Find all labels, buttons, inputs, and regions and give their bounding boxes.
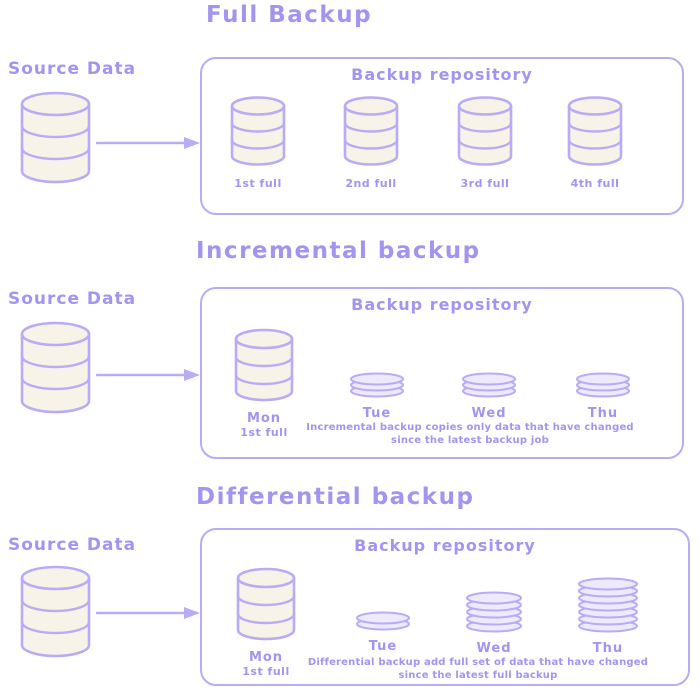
source-database-icon [20,565,91,658]
incremental-backup-item: Tue [348,371,406,421]
day-label: Mon [246,411,282,426]
day-label: Wed [476,641,512,656]
full-backup-item: Mon 1st full [234,566,298,678]
caption-line-2: since the latest full backup [398,670,558,681]
backup-label: 1st full [234,177,282,190]
day-label: Thu [592,641,624,656]
section-title-full-backup: Full Backup [206,2,373,28]
database-icon [567,96,623,166]
differential-backup-item: Thu [576,569,640,656]
day-label: Thu [587,406,619,421]
day-label: Tue [362,406,392,421]
database-icon [230,96,286,166]
disk-stack-icon [356,611,410,631]
backup-repository-box: Backup repository Mon 1st full Tue [200,528,690,686]
caption-line-1: Differential backup add full set of data… [307,657,649,668]
incremental-caption: Incremental backup copies only data that… [262,421,678,447]
full-backup-item: Mon 1st full [232,327,296,439]
arrow-right-icon [96,607,200,619]
database-icon [236,567,296,641]
arrow-right-icon [96,137,200,149]
source-database-icon [20,321,91,414]
full-backup-item: 4th full [565,95,625,190]
disk-stack-icon [578,577,638,633]
source-data-label: Source Data [8,535,137,555]
database-icon [457,96,513,166]
caption-line-2: since the latest backup job [391,435,549,446]
full-backup-item: 2nd full [341,95,401,190]
repository-title: Backup repository [351,65,533,84]
disk-stack-icon [350,372,404,398]
section-title-incremental-backup: Incremental backup [196,238,481,264]
backup-label: 3rd full [460,177,510,190]
section-title-differential-backup: Differential backup [196,484,475,510]
repository-title: Backup repository [354,536,536,555]
day-label: Tue [368,639,398,654]
database-icon [234,328,294,402]
caption-line-1: Incremental backup copies only data that… [306,422,634,433]
disk-stack-icon [462,372,516,398]
source-data-label: Source Data [8,289,137,309]
differential-backup-item: Wed [464,586,524,656]
source-data-label: Source Data [8,59,137,79]
incremental-backup-item: Thu [574,371,632,421]
repository-title: Backup repository [351,295,533,314]
full-backup-item: 1st full [228,95,288,190]
arrow-right-icon [96,369,200,381]
differential-backup-item: Tue [354,610,412,654]
differential-caption: Differential backup add full set of data… [272,656,684,682]
source-database-icon [20,91,91,184]
disk-stack-icon [466,591,522,633]
database-icon [343,96,399,166]
day-label: Wed [471,406,507,421]
backup-label: 2nd full [345,177,397,190]
backup-label: 1st full [242,665,290,678]
backup-label: 1st full [240,426,288,439]
day-label: Mon [248,650,284,665]
backup-repository-box: Backup repository Mon 1st full Tue [200,287,684,459]
backup-label: 4th full [570,177,620,190]
disk-stack-icon [576,372,630,398]
full-backup-item: 3rd full [455,95,515,190]
backup-repository-box: Backup repository 1st full 2nd full [200,57,684,215]
incremental-backup-item: Wed [460,371,518,421]
